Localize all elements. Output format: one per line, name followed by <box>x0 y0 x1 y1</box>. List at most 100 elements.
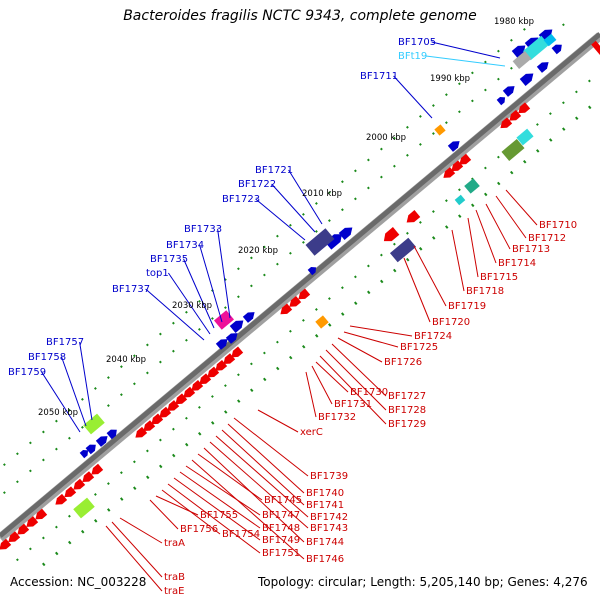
tick-dot <box>210 317 214 320</box>
forward-gene-arrow <box>536 62 549 73</box>
tick-dot <box>354 275 357 279</box>
tick-dot <box>28 469 32 473</box>
forward-gene-arrow <box>511 45 526 58</box>
tick-dot <box>289 251 292 255</box>
gene-block <box>591 40 600 56</box>
tick-dot <box>198 431 202 436</box>
gene-label-reverse: BF1725 <box>400 342 438 353</box>
gene-label-reverse: BF1724 <box>414 331 452 342</box>
tick-dot <box>94 493 97 496</box>
tick-dot <box>28 547 32 551</box>
tick-dot <box>484 166 487 170</box>
tick-dot <box>549 112 552 116</box>
leader-line <box>221 429 305 506</box>
tick-dot <box>29 441 32 445</box>
tick-dot <box>172 321 175 325</box>
tick-dot <box>184 416 188 420</box>
backbone-line <box>0 32 600 538</box>
leader-line <box>257 409 299 433</box>
tick-dot <box>510 66 513 70</box>
leader-line <box>413 245 447 307</box>
gene-label-reverse: BF1740 <box>306 488 344 499</box>
reverse-gene-arrow <box>55 493 68 505</box>
forward-gene-arrow <box>519 73 534 86</box>
tick-dot <box>445 93 448 97</box>
gene-label-reverse: BF1746 <box>306 554 344 565</box>
tick-dot <box>237 295 240 299</box>
tick-dot <box>210 421 215 425</box>
tick-dot <box>444 199 448 203</box>
tick-dot <box>418 221 422 224</box>
tick-dot <box>159 438 162 442</box>
leader-line <box>111 521 163 578</box>
kbp-marker-label: 2020 kbp <box>238 246 278 256</box>
tick-dot <box>276 340 279 344</box>
tick-dot <box>393 242 396 246</box>
tick-dot <box>458 110 461 114</box>
kbp-marker-label: 2050 kbp <box>38 408 78 418</box>
gene-label-reverse: BF1751 <box>262 548 300 559</box>
tick-dot <box>458 82 461 86</box>
tick-dot <box>367 186 370 190</box>
gene-block <box>454 194 466 206</box>
tick-dot <box>54 447 58 451</box>
tick-dot <box>67 436 71 440</box>
gene-block <box>522 35 550 61</box>
tick-dot <box>588 105 592 110</box>
tick-dot <box>237 267 240 271</box>
forward-gene-arrow <box>502 86 515 97</box>
tick-dot <box>250 362 253 366</box>
gene-label-reverse: BF1729 <box>388 419 426 430</box>
tick-dot <box>198 405 201 409</box>
tick-dot <box>406 257 410 262</box>
reverse-gene-arrow <box>0 538 12 550</box>
gene-label-reverse: BF1726 <box>384 357 422 368</box>
gene-label-reverse: BF1739 <box>310 471 348 482</box>
tick-dot <box>497 77 500 81</box>
gene-label-forward: BF1734 <box>166 240 204 251</box>
reverse-gene-arrow <box>298 288 311 300</box>
tick-dot <box>93 387 97 390</box>
topology-text: Topology: circular; Length: 5,205,140 bp… <box>258 575 588 589</box>
leader-line <box>215 435 309 518</box>
tick-dot <box>471 203 475 208</box>
leader-line <box>288 169 323 225</box>
tick-dot <box>549 138 553 142</box>
gene-block <box>315 315 329 329</box>
gene-block <box>464 178 480 194</box>
tick-dot <box>562 127 566 131</box>
leader-line <box>393 75 433 119</box>
reverse-gene-arrow <box>73 478 86 490</box>
tick-dot <box>419 143 422 146</box>
gene-label-reverse: traB <box>164 572 185 583</box>
reverse-gene-arrow <box>406 210 421 223</box>
forward-gene-arrow <box>307 267 317 276</box>
tick-dot <box>120 471 123 475</box>
leader-line <box>145 288 205 341</box>
gene-label-reverse: BF1731 <box>334 399 372 410</box>
leader-line <box>425 55 506 67</box>
reverse-gene-arrow <box>17 523 30 535</box>
tick-dot <box>41 536 45 540</box>
forward-gene-arrow <box>215 339 228 350</box>
leader-line <box>191 459 305 560</box>
tick-dot <box>120 365 123 369</box>
gene-label-reverse: BF1741 <box>306 500 344 511</box>
tick-dot <box>249 256 253 260</box>
gene-label-reverse: BF1712 <box>528 233 566 244</box>
tick-dot <box>367 290 371 295</box>
tick-dot <box>496 181 501 186</box>
gene-label-forward: BFt19 <box>398 51 427 62</box>
gene-block <box>543 33 557 47</box>
tick-dot <box>432 104 435 107</box>
tick-dot <box>315 308 318 311</box>
tick-dot <box>510 170 514 175</box>
tick-dot <box>2 463 6 467</box>
tick-dot <box>224 384 227 388</box>
gene-label-reverse: BF1728 <box>388 405 426 416</box>
gene-label-reverse: BF1748 <box>262 523 300 534</box>
forward-gene-arrow <box>79 450 89 459</box>
gene-label-reverse: BF1754 <box>222 529 260 540</box>
tick-dot <box>484 88 487 92</box>
leader-line <box>331 343 387 397</box>
